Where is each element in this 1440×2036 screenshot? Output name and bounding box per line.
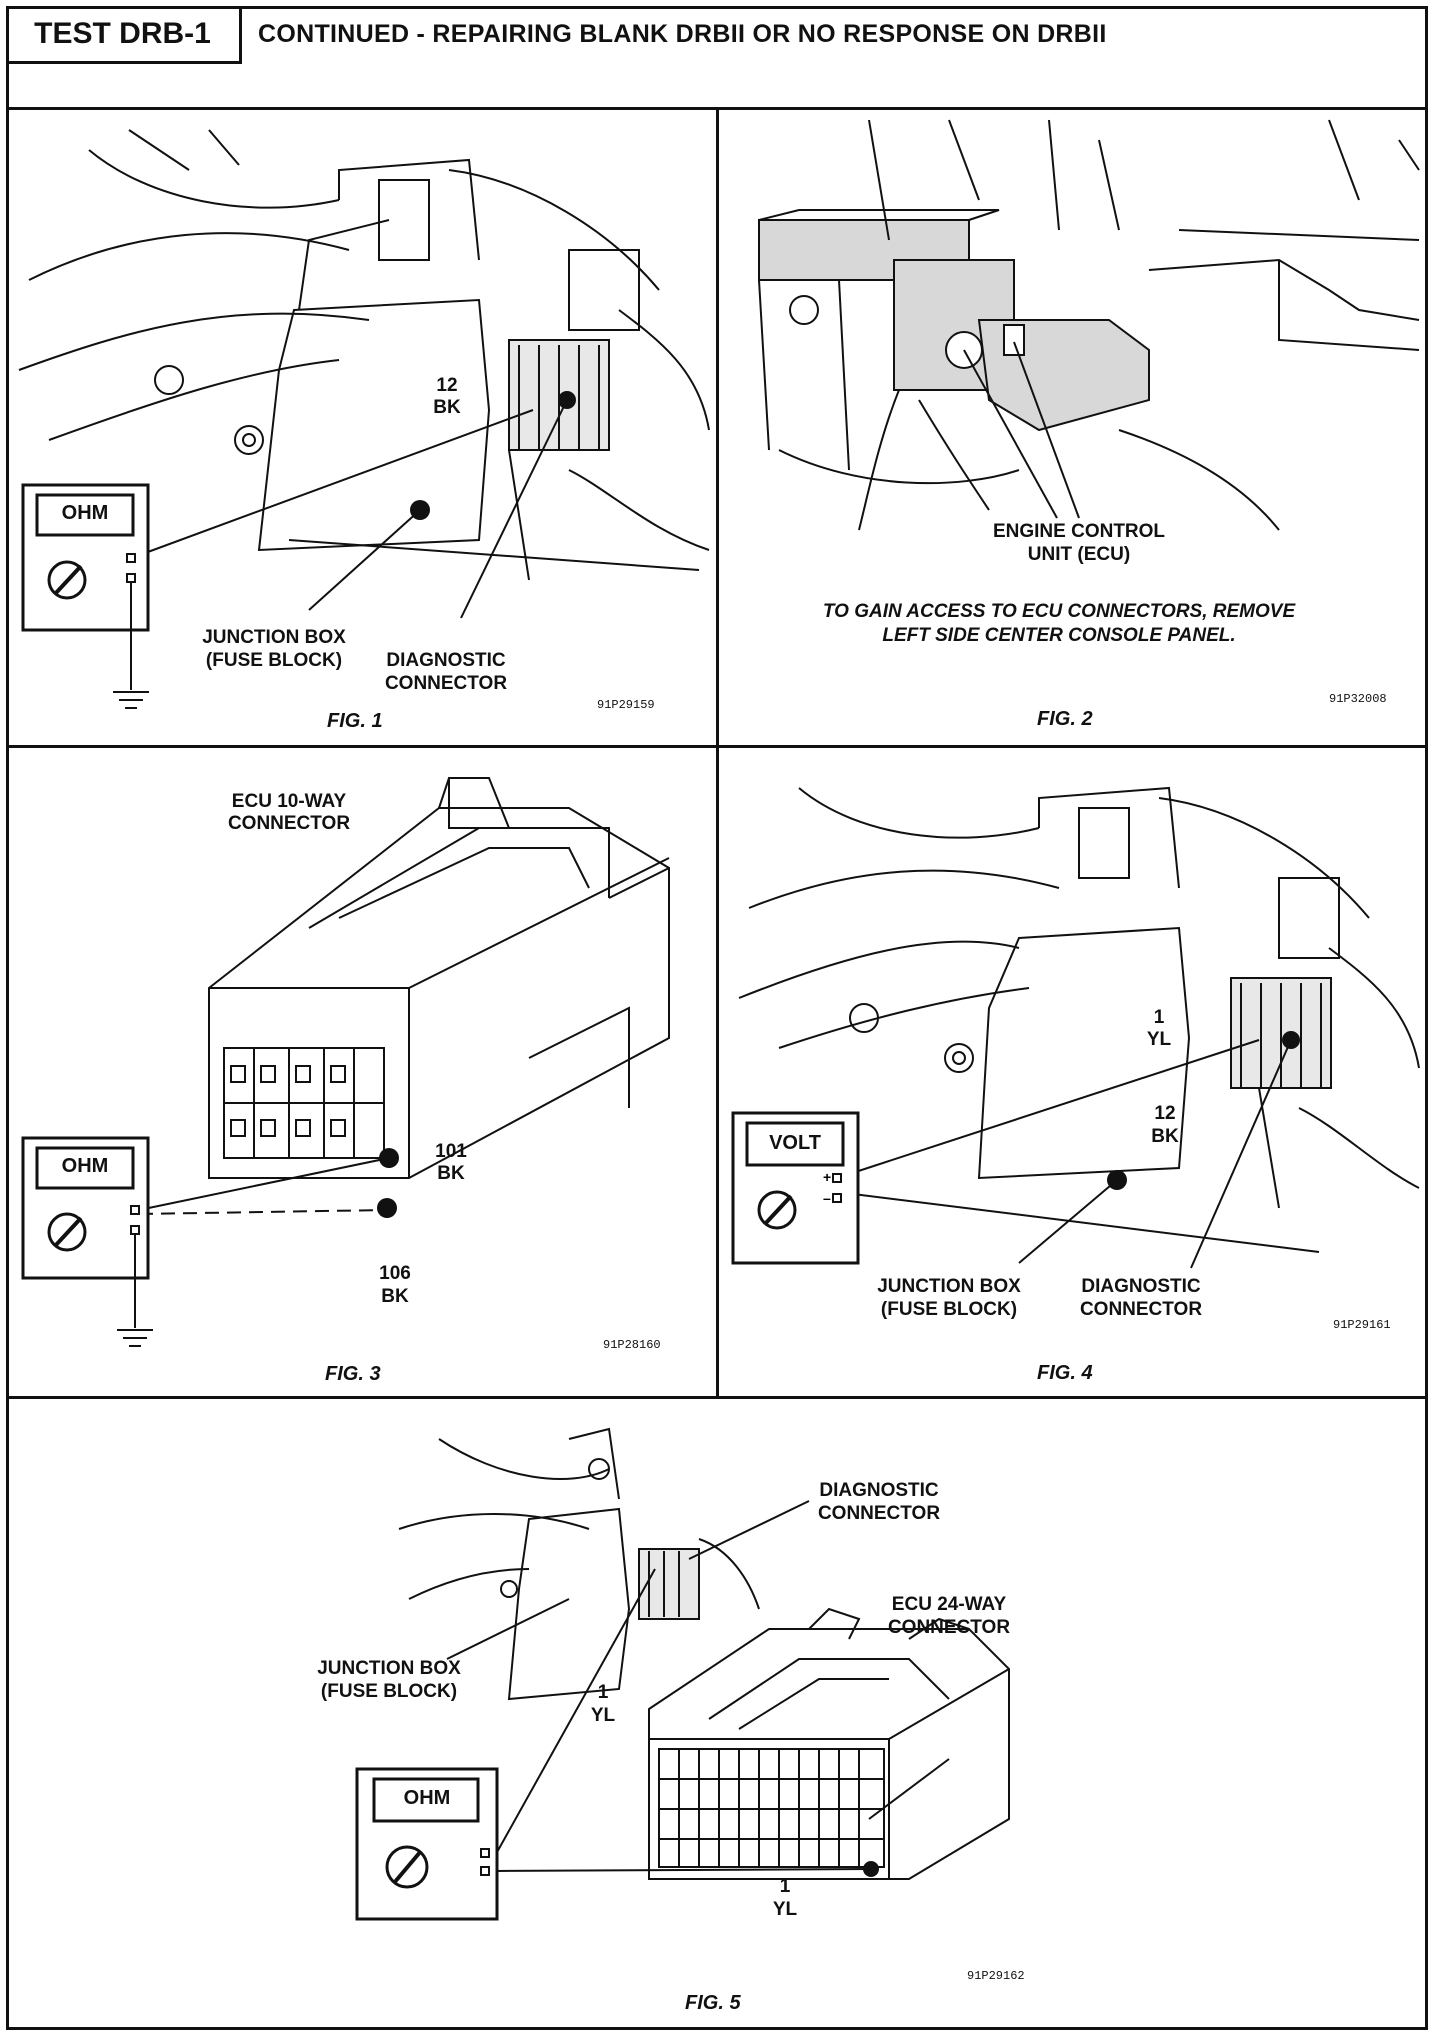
fig1-caption: FIG. 1 [327, 710, 383, 732]
fig1-wire-num: 12 [436, 375, 458, 396]
fig5-panel: OHM DIAGNOSTIC CONNECTOR ECU 24-WAY CONN… [9, 1399, 1428, 2027]
fig4-panel: + – VOLT 1 YL 12 BK JUNCTION BOX (FUSE B… [719, 748, 1428, 1396]
fig2-note-1: TO GAIN ACCESS TO ECU CONNECTORS, REMOVE [822, 601, 1296, 622]
fig5-wire-b-num: 1 [779, 1876, 791, 1897]
fig2-ecu-label-1: ENGINE CONTROL [992, 521, 1166, 542]
fig1-meter-label: OHM [61, 502, 109, 524]
grid-divider-row1 [6, 745, 1428, 748]
svg-text:+: + [823, 1169, 831, 1185]
test-id: TEST DRB-1 [6, 6, 242, 64]
fig4-wire2-color: BK [1151, 1126, 1179, 1147]
fig3-meter-label: OHM [61, 1155, 109, 1177]
fig3-pin-b-num: 106 [379, 1263, 411, 1284]
fig1-junction-label-2: (FUSE BLOCK) [205, 650, 343, 671]
ohmmeter-icon [21, 483, 150, 709]
fig4-diag-label-1: DIAGNOSTIC [1081, 1276, 1201, 1297]
fig1-diag-label-2: CONNECTOR [384, 673, 508, 694]
fig3-illustration [21, 777, 670, 1347]
fig5-diag-label-1: DIAGNOSTIC [819, 1480, 939, 1501]
fig1-wire-color: BK [433, 397, 461, 418]
svg-text:–: – [823, 1190, 831, 1206]
fig4-junction-label-1: JUNCTION BOX [877, 1276, 1021, 1297]
fig5-caption: FIG. 5 [685, 1992, 741, 2014]
fig3-conn-label-2: CONNECTOR [227, 813, 351, 834]
fig1-junction-label-1: JUNCTION BOX [202, 627, 346, 648]
fig4-junction-label-2: (FUSE BLOCK) [880, 1299, 1018, 1320]
fig3-conn-label-1: ECU 10-WAY [231, 791, 347, 812]
grid-divider-vertical [716, 108, 719, 1398]
fig3-caption: FIG. 3 [325, 1363, 381, 1385]
fig3-code: 91P28160 [603, 1338, 661, 1352]
header-row: TEST DRB-1 CONTINUED - REPAIRING BLANK D… [6, 6, 1428, 110]
fig5-illustration [355, 1427, 1010, 1921]
fig2-ecu-label-2: UNIT (ECU) [1027, 544, 1131, 565]
fig4-meter-label: VOLT [769, 1132, 821, 1154]
fig4-code: 91P29161 [1333, 1318, 1391, 1332]
fig1-diag-label-1: DIAGNOSTIC [386, 650, 506, 671]
fig4-wire1-num: 1 [1153, 1007, 1165, 1028]
fig5-wire-a-num: 1 [597, 1682, 609, 1703]
fig4-caption: FIG. 4 [1037, 1362, 1093, 1384]
fig5-meter-label: OHM [403, 1787, 451, 1809]
fig3-pin-b-color: BK [381, 1286, 409, 1307]
fig2-panel: ENGINE CONTROL UNIT (ECU) TO GAIN ACCESS… [719, 110, 1428, 745]
ohmmeter-icon [355, 1767, 499, 1921]
fig1-illustration [18, 129, 710, 709]
fig5-wire-b-color: YL [772, 1899, 798, 1920]
fig2-caption: FIG. 2 [1037, 708, 1093, 730]
fig4-illustration: + – [731, 786, 1420, 1269]
ohmmeter-icon [21, 1136, 153, 1347]
page-title: CONTINUED - REPAIRING BLANK DRBII OR NO … [258, 20, 1107, 48]
fig5-junction-label-2: (FUSE BLOCK) [320, 1681, 458, 1702]
fig4-diag-label-2: CONNECTOR [1079, 1299, 1203, 1320]
fig2-illustration [758, 119, 1420, 531]
fig5-junction-label-1: JUNCTION BOX [317, 1658, 461, 1679]
fig3-pin-a-num: 101 [435, 1141, 467, 1162]
fig5-conn-label-2: CONNECTOR [887, 1617, 1011, 1638]
fig5-wire-a-color: YL [590, 1705, 616, 1726]
fig5-conn-label-1: ECU 24-WAY [891, 1594, 1007, 1615]
fig1-code: 91P29159 [597, 698, 655, 712]
fig2-code: 91P32008 [1329, 692, 1387, 706]
fig3-panel: OHM ECU 10-WAY CONNECTOR 101 BK 106 BK 9… [9, 748, 716, 1396]
fig5-code: 91P29162 [967, 1969, 1025, 1983]
fig3-pin-a-color: BK [437, 1163, 465, 1184]
fig5-diag-label-2: CONNECTOR [817, 1503, 941, 1524]
voltmeter-icon: + – [731, 1111, 860, 1265]
fig4-wire2-num: 12 [1154, 1103, 1176, 1124]
page-frame [6, 6, 1428, 2030]
fig4-wire1-color: YL [1146, 1029, 1172, 1050]
fig1-panel: OHM 12 BK JUNCTION BOX (FUSE BLOCK) DIAG… [9, 110, 716, 745]
fig2-note-2: LEFT SIDE CENTER CONSOLE PANEL. [882, 625, 1236, 646]
grid-divider-row2 [6, 1396, 1428, 1399]
